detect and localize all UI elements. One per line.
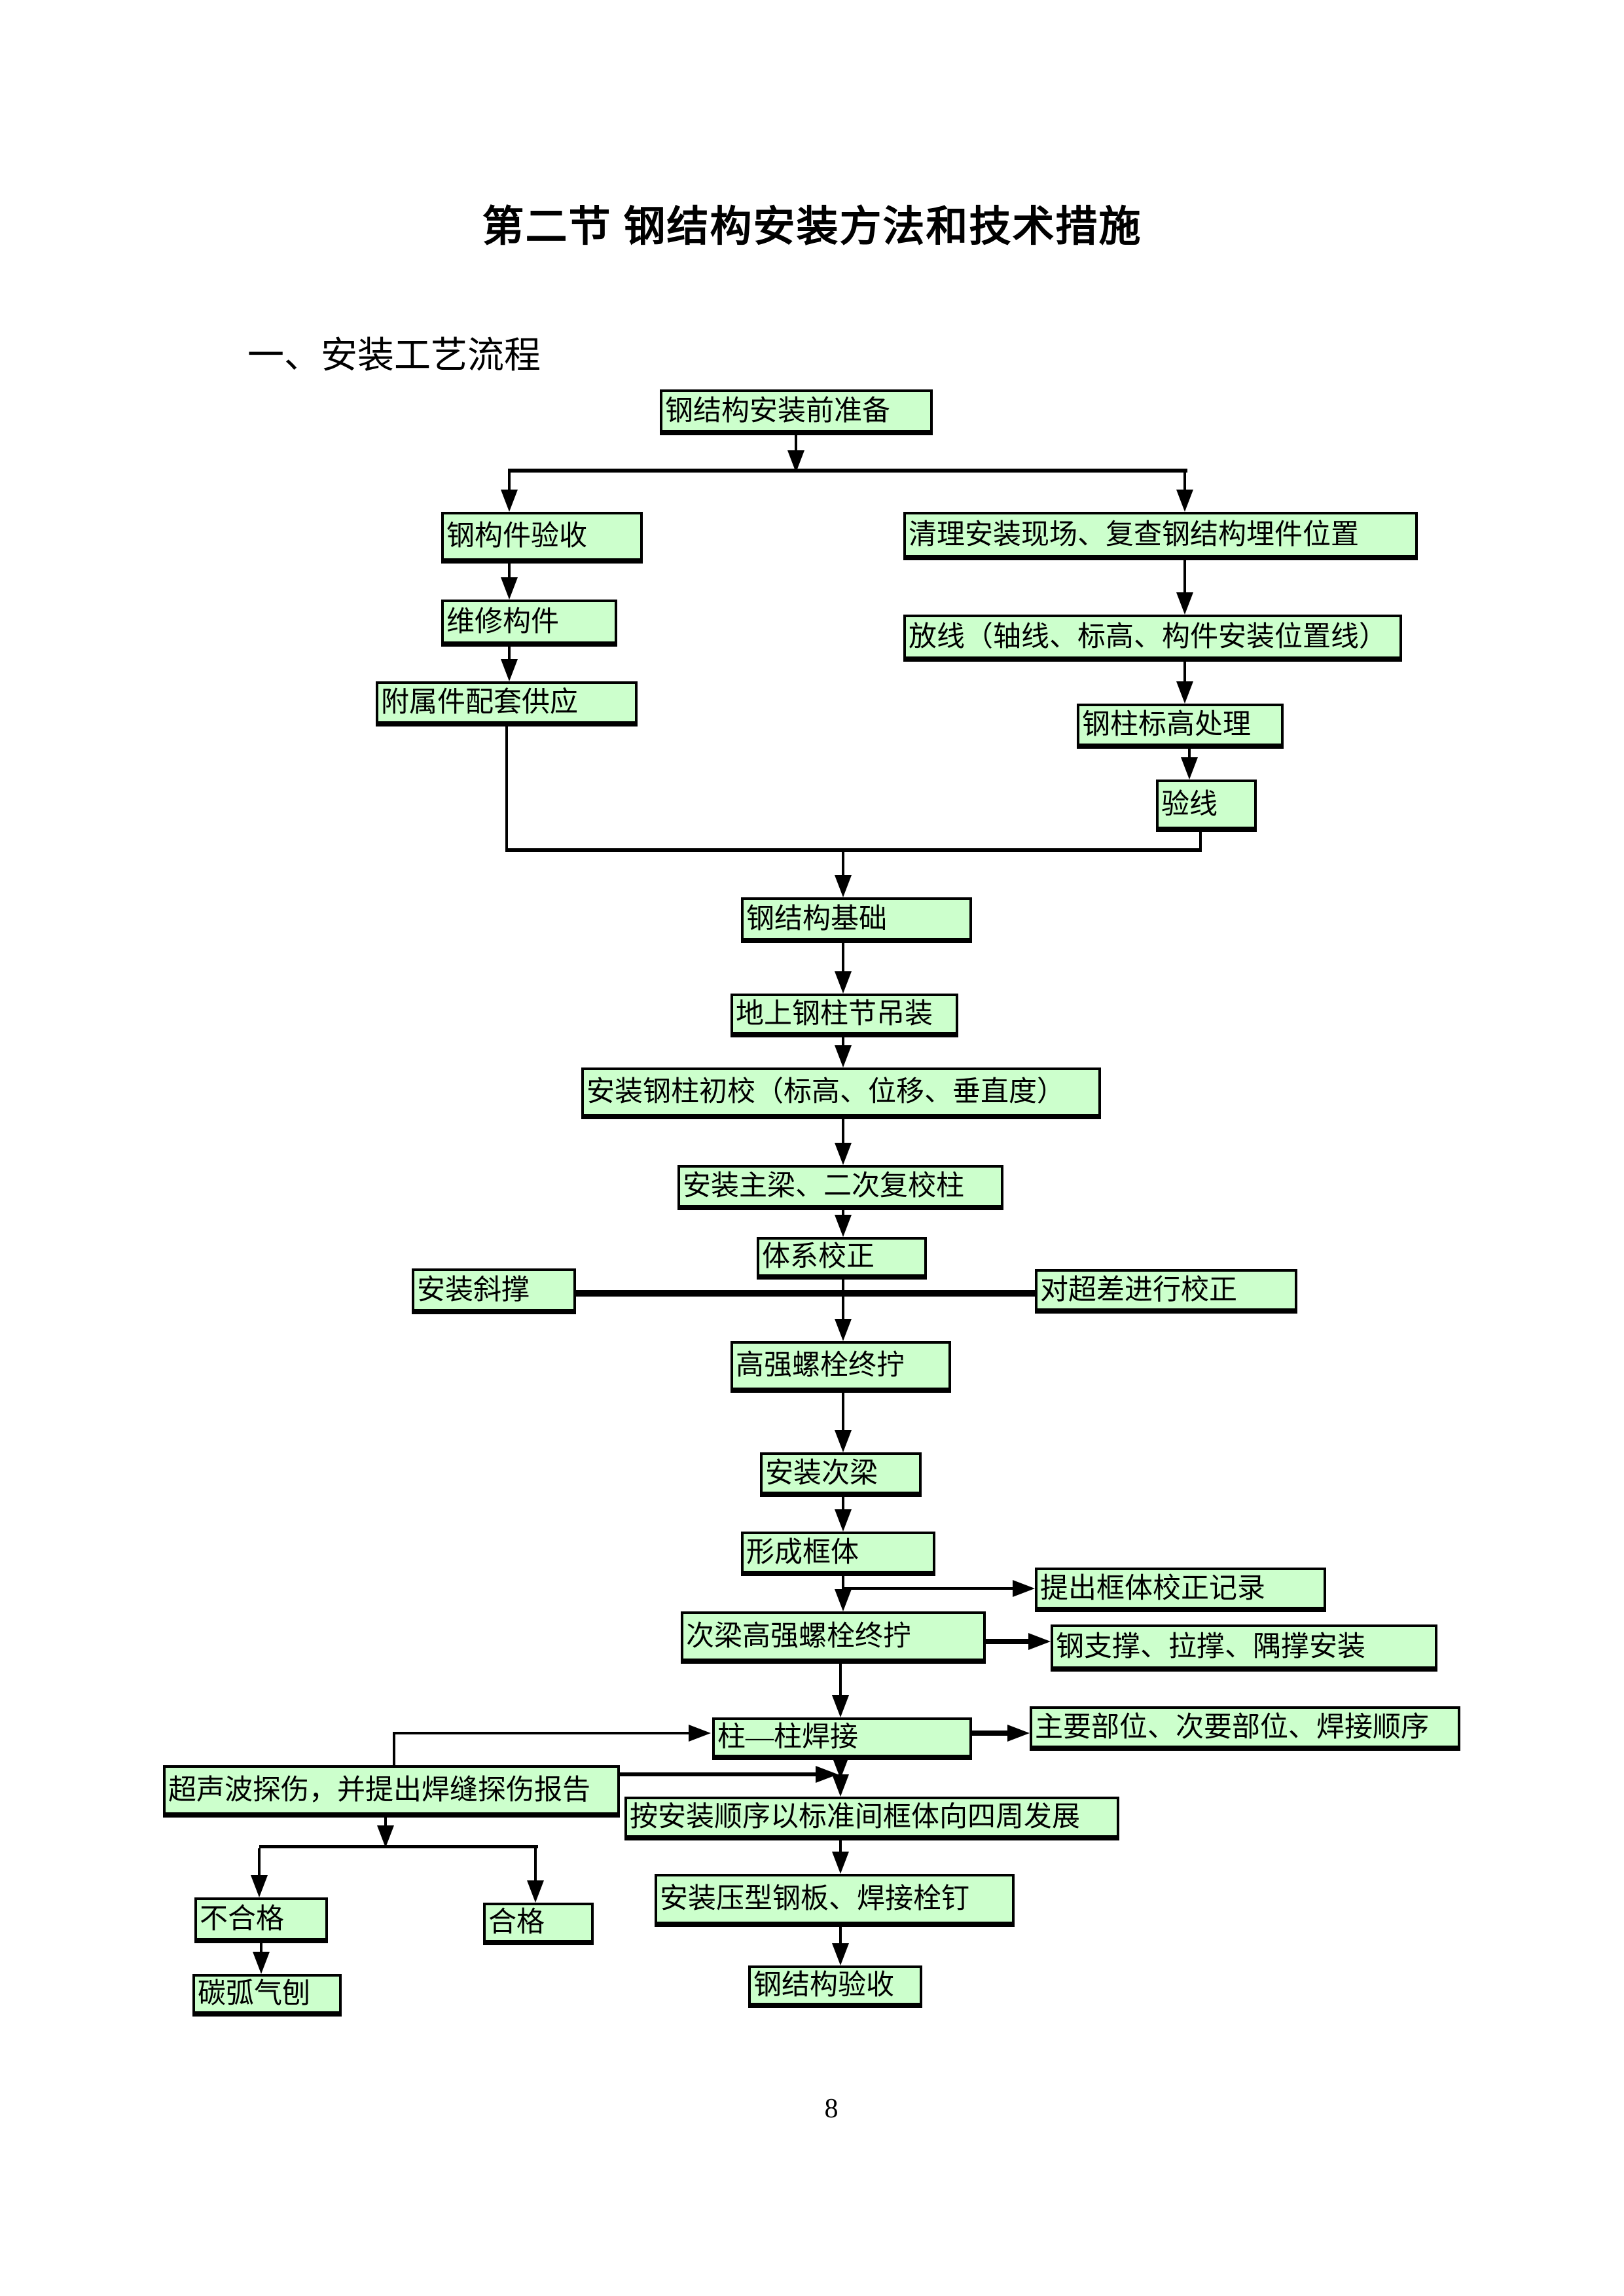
page-number: 8	[824, 2094, 839, 2124]
arrowhead	[835, 1215, 852, 1237]
arrowhead	[835, 1143, 852, 1165]
flow-node-prep: 钢结构安装前准备	[660, 389, 933, 433]
flow-node-develop: 按安装顺序以标准间框体向四周发展	[624, 1797, 1119, 1838]
connector	[839, 1924, 842, 1944]
connector	[842, 941, 844, 972]
page-title: 第二节 钢结构安装方法和技术措施	[482, 204, 1142, 250]
arrowhead	[501, 659, 518, 681]
arrowhead	[377, 1825, 394, 1848]
flow-node-plate: 安装压型钢板、焊接栓钉	[655, 1874, 1015, 1924]
flow-node-clean: 清理安装现场、复查钢结构埋件位置	[903, 512, 1418, 558]
flow-node-secbolt: 次梁高强螺栓终拧	[681, 1611, 986, 1661]
arrowhead	[253, 1952, 270, 1974]
flow-node-overdiff: 对超差进行校正	[1035, 1269, 1297, 1311]
connector	[1183, 558, 1186, 594]
flow-node-bolt: 高强螺栓终拧	[731, 1341, 951, 1390]
connector	[842, 1573, 844, 1590]
arrowhead	[527, 1880, 544, 1903]
section-heading: 一、安装工艺流程	[247, 336, 541, 376]
flow-node-final: 钢结构验收	[748, 1965, 922, 2005]
arrowhead	[251, 1875, 268, 1897]
flow-node-elev: 钢柱标高处理	[1077, 704, 1284, 746]
arrowhead	[1181, 757, 1198, 780]
arrowhead	[1176, 681, 1193, 704]
arrowhead	[1007, 1725, 1030, 1742]
connector	[384, 1815, 387, 1827]
connector	[842, 852, 844, 876]
arrowhead	[1176, 490, 1193, 512]
arrowhead	[816, 1766, 838, 1783]
connector	[1183, 473, 1186, 491]
flow-node-accept: 钢构件验收	[441, 512, 643, 561]
flow-node-layout: 放线（轴线、标高、构件安装位置线）	[903, 615, 1402, 659]
flow-node-fail: 不合格	[194, 1897, 328, 1941]
connector	[393, 1732, 689, 1734]
flow-node-supply: 附属件配套供应	[376, 681, 638, 724]
connector	[839, 1661, 842, 1696]
flow-node-brace: 安装斜撑	[412, 1268, 576, 1312]
flow-node-support: 钢支撑、拉撑、隅撑安装	[1051, 1624, 1437, 1669]
flow-node-initial: 安装钢柱初校（标高、位移、垂直度）	[581, 1067, 1101, 1117]
connector	[508, 469, 1187, 473]
connector	[620, 1772, 818, 1776]
arrowhead	[835, 971, 852, 994]
connector	[534, 1848, 537, 1882]
arrowhead	[835, 1430, 852, 1452]
connector	[986, 1639, 1029, 1644]
flow-node-secondary: 安装次梁	[760, 1452, 922, 1494]
connector	[843, 1587, 1013, 1590]
connector	[505, 724, 508, 851]
connector	[1199, 829, 1202, 852]
flow-node-mainbeam: 安装主梁、二次复校柱	[677, 1165, 1003, 1208]
connector	[839, 1838, 842, 1852]
connector	[1183, 659, 1186, 683]
connector	[508, 644, 511, 661]
connector	[505, 848, 1202, 852]
connector	[972, 1731, 1008, 1736]
connector	[842, 1208, 844, 1216]
flow-node-repair: 维修构件	[441, 600, 617, 644]
flow-node-weld: 柱—柱焊接	[712, 1717, 972, 1757]
connector	[258, 1848, 261, 1876]
flow-node-order: 主要部位、次要部位、焊接顺序	[1030, 1706, 1460, 1748]
connector	[842, 1035, 844, 1047]
flow-node-gouge: 碳弧气刨	[192, 1974, 342, 2014]
connector	[508, 561, 511, 579]
connector	[842, 1277, 844, 1320]
connector	[1188, 746, 1191, 759]
arrowhead	[832, 1695, 849, 1717]
arrowhead	[501, 577, 518, 600]
connector	[842, 1117, 844, 1144]
flow-node-base: 钢结构基础	[741, 897, 972, 941]
arrowhead	[835, 1319, 852, 1341]
arrowhead	[835, 875, 852, 897]
arrowhead	[1028, 1633, 1051, 1650]
flow-node-frame: 形成框体	[741, 1532, 935, 1573]
arrowhead	[1013, 1580, 1035, 1597]
arrowhead	[832, 1943, 849, 1965]
arrowhead	[835, 1045, 852, 1067]
connector	[842, 1494, 844, 1511]
flow-node-pass: 合格	[483, 1903, 594, 1943]
connector	[260, 1941, 262, 1952]
arrowhead	[501, 490, 518, 512]
connector	[795, 433, 797, 451]
flow-node-verify: 验线	[1156, 780, 1257, 829]
flow-node-record: 提出框体校正记录	[1035, 1568, 1326, 1609]
arrowhead	[1176, 592, 1193, 615]
arrowhead	[689, 1725, 711, 1742]
arrowhead	[832, 1852, 849, 1874]
arrowhead	[835, 1589, 852, 1611]
connector	[842, 1390, 844, 1431]
flow-node-ultra: 超声波探伤，并提出焊缝探伤报告	[163, 1765, 620, 1815]
flow-node-system: 体系校正	[757, 1237, 927, 1277]
arrowhead	[835, 1509, 852, 1532]
flow-node-hoist: 地上钢柱节吊装	[731, 994, 958, 1035]
connector	[259, 1845, 538, 1848]
connector	[576, 1290, 1035, 1297]
connector	[393, 1734, 395, 1765]
connector	[508, 473, 511, 491]
